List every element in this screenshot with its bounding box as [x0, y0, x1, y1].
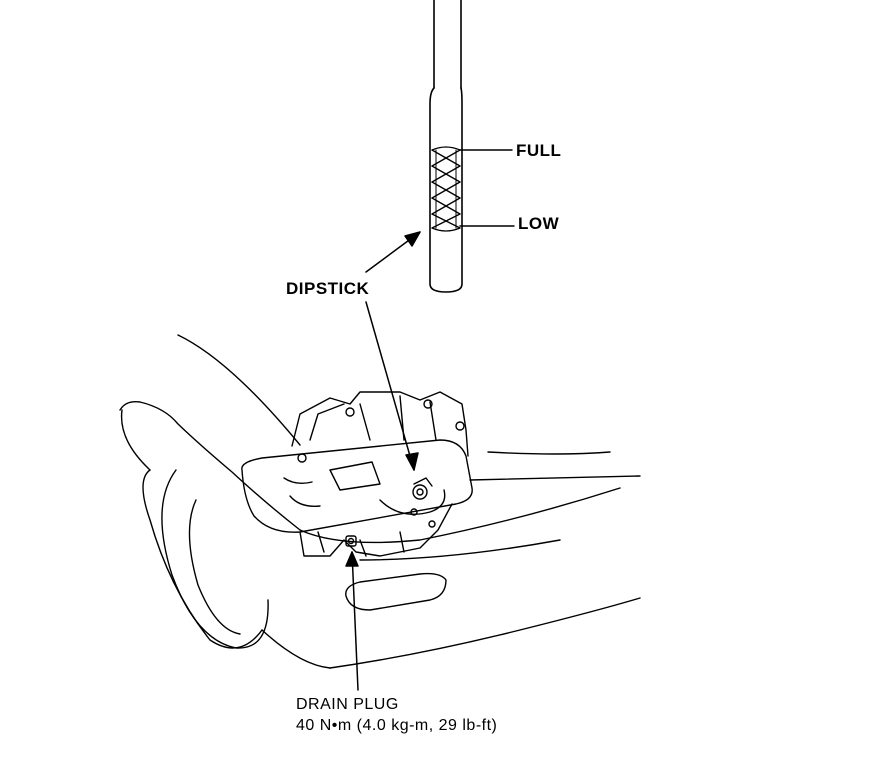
dipstick-crosshatch — [431, 146, 461, 232]
drain-plug-callout — [345, 551, 359, 691]
tire-outer — [161, 469, 269, 649]
fender-top — [119, 400, 301, 531]
dipstick-illustration — [429, 0, 515, 293]
hood-line — [177, 334, 301, 446]
dipstick-handle — [412, 477, 433, 500]
dipstick-shaft — [433, 0, 462, 89]
low-level-label: LOW — [518, 214, 560, 233]
body-crease — [359, 539, 561, 561]
body-side-lower — [329, 597, 641, 669]
transmission-upper — [291, 391, 469, 457]
transmission-housing — [241, 439, 473, 533]
drain-plug-label: DRAIN PLUG — [296, 696, 399, 713]
dipstick-blade-outline — [429, 87, 463, 293]
dipstick-callout — [365, 231, 421, 471]
dipstick-label: DIPSTICK — [286, 279, 370, 298]
body-side-upper — [299, 487, 621, 544]
arrowhead-icon — [404, 231, 421, 247]
tire-inner — [188, 499, 241, 635]
arrowhead-icon — [405, 452, 419, 471]
bumper-line — [261, 629, 331, 669]
drain-plug-torque-label: 40 N•m (4.0 kg-m, 29 lb-ft) — [296, 717, 498, 734]
arrowhead-icon — [345, 551, 359, 567]
wheel-arch — [142, 469, 263, 649]
transmission-lower — [299, 503, 453, 557]
rocker-notch — [345, 572, 447, 611]
full-level-label: FULL — [516, 141, 562, 160]
vehicle-illustration — [119, 334, 641, 669]
drain-plug — [345, 535, 357, 547]
